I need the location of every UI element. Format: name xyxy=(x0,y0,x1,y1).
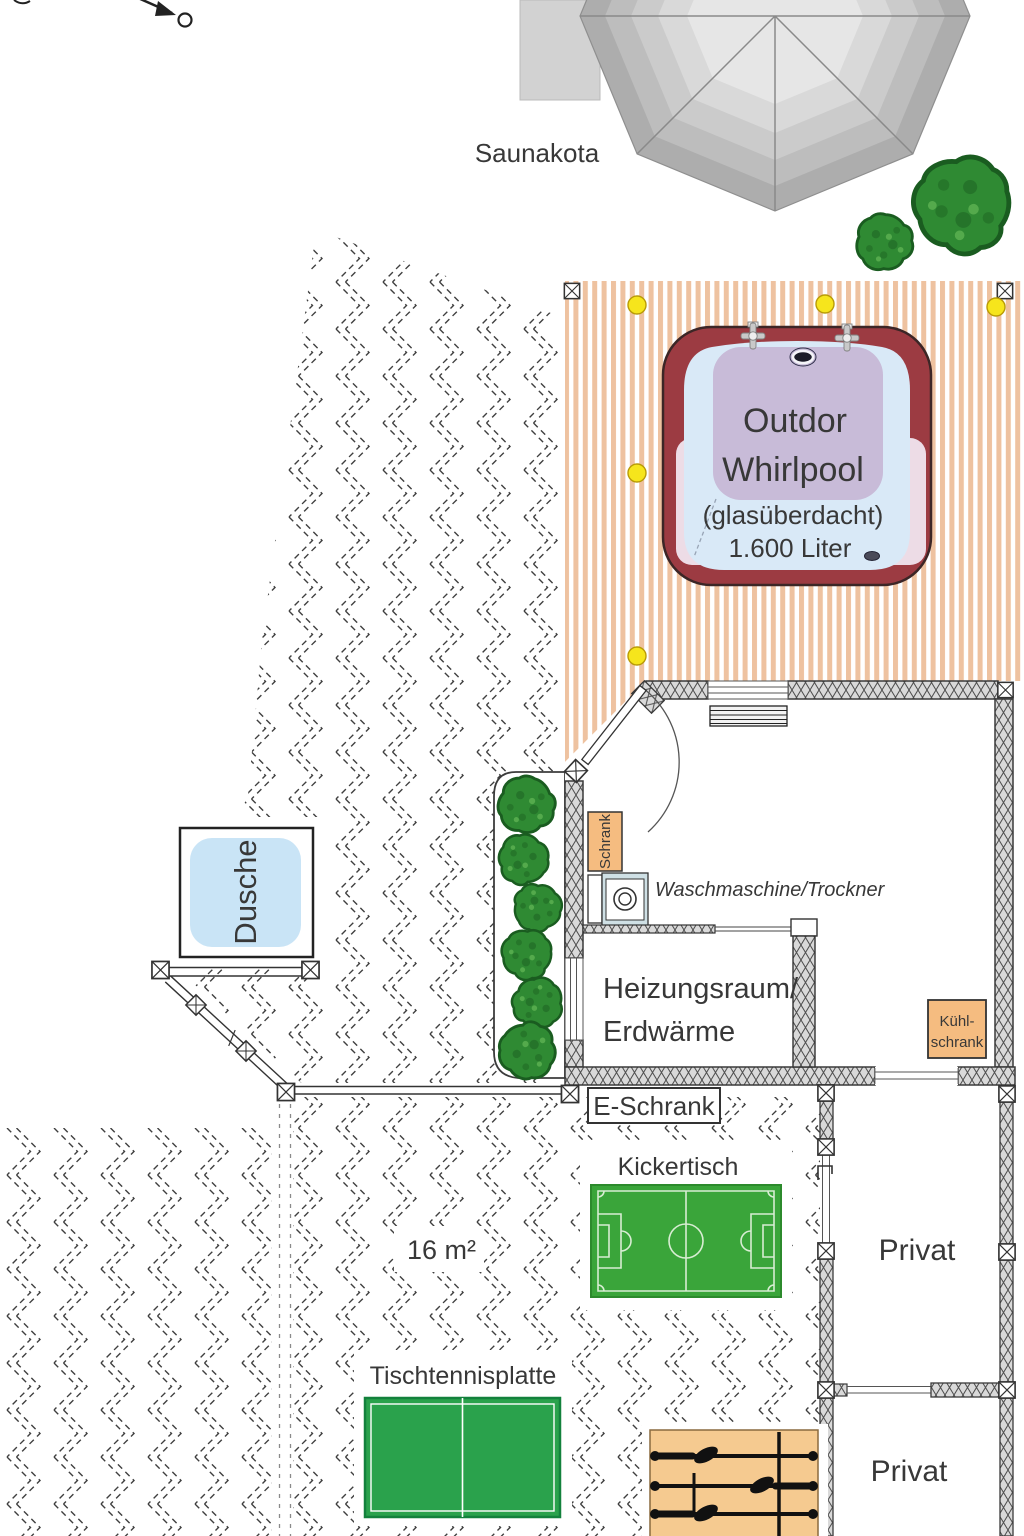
entrance-door xyxy=(580,684,680,833)
area-label-box xyxy=(394,1226,484,1272)
foosball-rod xyxy=(650,1446,818,1464)
e-schrank-label: E-Schrank xyxy=(593,1091,715,1121)
building-walls xyxy=(564,680,1016,1086)
faucet-icon xyxy=(740,321,766,350)
north-arrow-icon xyxy=(13,0,193,28)
kuehlschrank-label-2: schrank xyxy=(931,1034,984,1051)
lamp-icon xyxy=(815,294,835,314)
foosball-rod xyxy=(650,1476,818,1494)
lamp-icon xyxy=(627,463,647,483)
survey-marker-icon xyxy=(563,282,581,300)
window-top xyxy=(707,680,789,700)
survey-marker-icon xyxy=(997,681,1014,699)
heizungsraum: Heizungsraum/ Erdwärme xyxy=(582,918,818,1068)
deck-lamps xyxy=(627,294,1006,666)
privat-walls xyxy=(817,1084,1016,1536)
lamp-icon xyxy=(627,295,647,315)
heizungsraum-label-1: Heizungsraum/ xyxy=(603,973,799,1005)
waschmaschine-label: Waschmaschine/Trockner xyxy=(655,879,886,901)
whirlpool-label-2: Whirlpool xyxy=(722,451,864,489)
table-tennis: Tischtennisplatte xyxy=(354,1350,572,1526)
sauna-building xyxy=(519,0,971,212)
door-bottom xyxy=(874,1067,959,1085)
whirlpool-label-3: (glasüberdacht) xyxy=(703,500,884,530)
shower: Dusche xyxy=(167,817,324,969)
dusche-label: Dusche xyxy=(228,839,263,944)
privat-lower-label: Privat xyxy=(871,1455,948,1488)
lamp-icon xyxy=(986,297,1006,317)
washing-machine-icon xyxy=(587,872,649,927)
privat-upper-label: Privat xyxy=(879,1234,956,1267)
kickertisch-label: Kickertisch xyxy=(618,1153,739,1181)
radiator-icon xyxy=(709,705,788,727)
foosball-table xyxy=(642,1424,828,1536)
whirlpool: Outdor Whirlpool (glasüberdacht) 1.600 L… xyxy=(661,321,933,587)
kicker-table: Kickertisch xyxy=(580,1140,792,1310)
schrank-cabinet xyxy=(587,811,623,872)
tischtennis-label: Tischtennisplatte xyxy=(370,1362,557,1390)
e-schrank-box xyxy=(587,1087,721,1124)
ground-hatch-lower-left xyxy=(0,1128,272,1536)
foosball-rod xyxy=(650,1504,818,1522)
lamp-icon xyxy=(627,646,647,666)
fences xyxy=(151,960,580,1536)
saunakota-label: Saunakota xyxy=(475,138,600,168)
survey-marker-icon xyxy=(996,282,1014,300)
window-left xyxy=(564,957,584,1041)
kuehlschrank-label-1: Kühl- xyxy=(939,1013,974,1030)
schrank-label: Schrank xyxy=(597,813,614,869)
whirlpool-label-1: Outdor xyxy=(743,402,847,440)
kuehlschrank-cabinet xyxy=(927,999,987,1059)
faucet-icon xyxy=(834,323,860,352)
area-label: 16 m² xyxy=(407,1235,476,1265)
whirlpool-label-4: 1.600 Liter xyxy=(729,533,852,563)
heizungsraum-label-2: Erdwärme xyxy=(603,1016,735,1048)
